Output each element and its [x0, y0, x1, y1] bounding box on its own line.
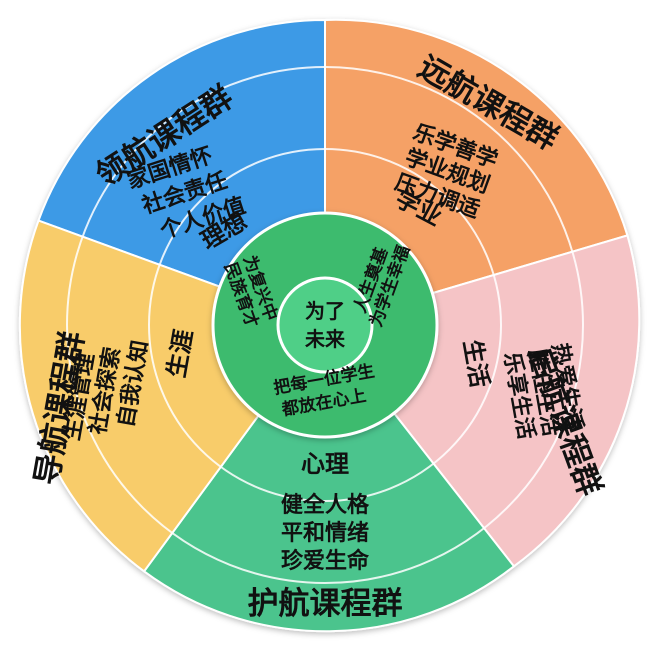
ring-divider-outer: [66, 66, 584, 584]
topic-huhang-3: 珍爱生命: [281, 548, 370, 574]
center-line-1: 为了: [305, 299, 345, 323]
topics-huhang: 健全人格 平和情绪 珍爱生命: [281, 492, 370, 574]
topic-huhang-1: 健全人格: [281, 492, 370, 518]
center-disc: [276, 276, 374, 374]
focus-huhang: 心理: [301, 450, 349, 478]
topic-huhang-2: 平和情绪: [281, 520, 369, 546]
sector-title-huhang: 护航课程群: [248, 586, 403, 622]
topics-qihang: 热爱生活 胜任生活 乐享生活: [498, 341, 587, 441]
sector-wedge-huhang: [142, 323, 516, 633]
center-line-2: 未来: [305, 327, 346, 351]
ring-divider-middle: [148, 148, 502, 502]
